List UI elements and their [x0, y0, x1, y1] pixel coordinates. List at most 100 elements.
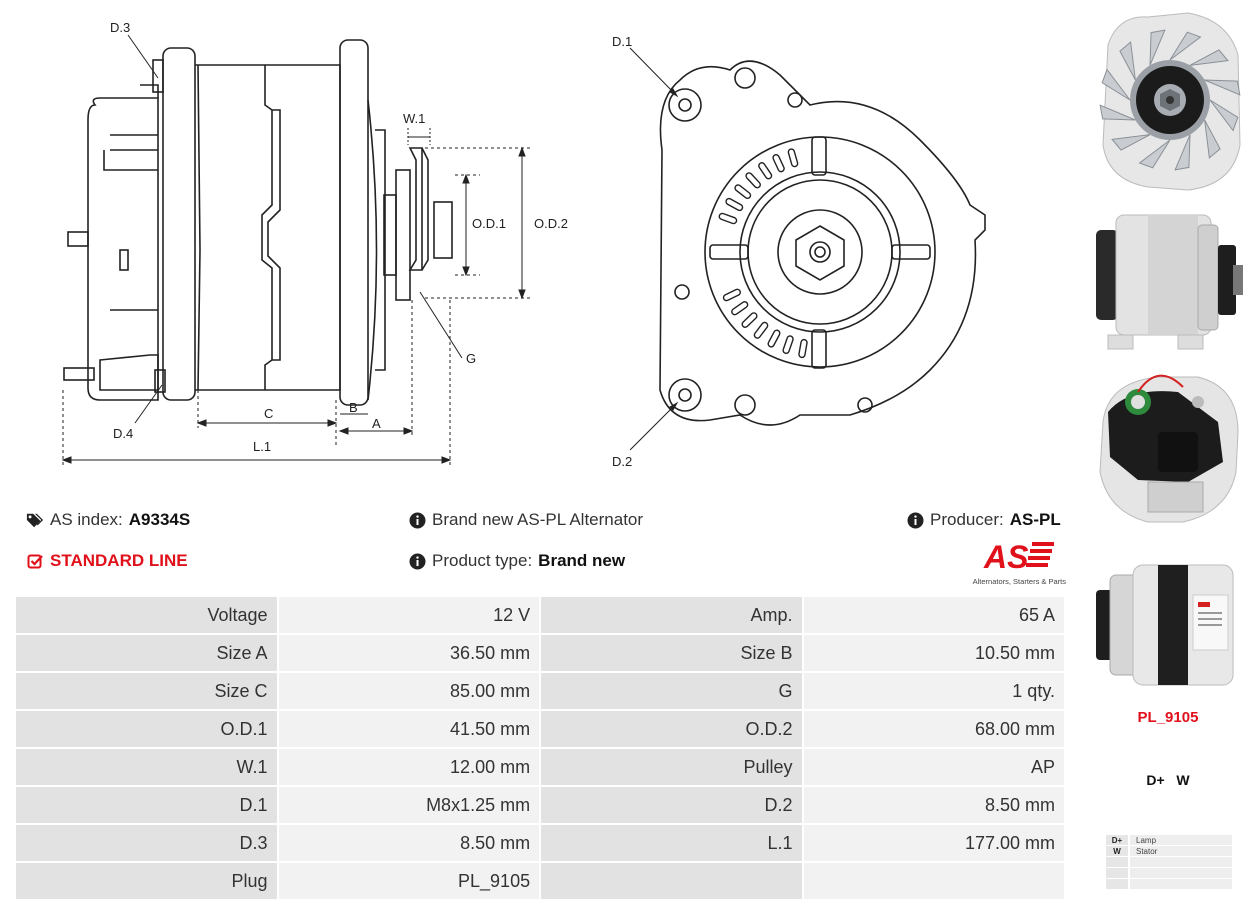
- cooling-vents: [718, 148, 808, 359]
- spec-label: D.2: [541, 787, 804, 825]
- spec-label: Size B: [541, 635, 804, 673]
- product-photo-angle[interactable]: [1088, 550, 1248, 700]
- producer: Producer: AS-PL: [906, 510, 1061, 530]
- producer-label: Producer:: [930, 510, 1004, 529]
- info-circle-icon: [408, 552, 426, 570]
- legend-value: Stator: [1130, 846, 1232, 856]
- spec-label: O.D.1: [16, 711, 279, 749]
- spec-value: PL_9105: [278, 863, 542, 899]
- fan-blade: [1189, 49, 1229, 66]
- producer-value: AS-PL: [1009, 510, 1061, 529]
- legend-row: [1106, 879, 1232, 889]
- vent-slot: [772, 154, 785, 173]
- spec-label: G: [541, 673, 804, 711]
- fan-blade: [1101, 68, 1131, 101]
- spec-value: 12.00 mm: [278, 749, 542, 787]
- label-b: B: [349, 400, 358, 415]
- vent-slot: [798, 338, 808, 359]
- spec-value: 41.50 mm: [278, 711, 542, 749]
- fan-blade: [1209, 99, 1239, 132]
- legend-row: [1106, 857, 1232, 867]
- legend-value: [1130, 857, 1232, 867]
- fan-blade: [1174, 134, 1191, 171]
- vent-slot: [767, 329, 781, 348]
- legend-key: D+: [1106, 835, 1128, 845]
- spec-value: 1 qty.: [803, 673, 1066, 711]
- legend-row: D+Lamp: [1106, 835, 1232, 845]
- vent-slot: [782, 335, 794, 355]
- spec-label: [541, 863, 804, 899]
- as-index-value: A9334S: [128, 510, 191, 529]
- vent-slot: [734, 184, 752, 200]
- vent-slot: [745, 172, 761, 189]
- as-index-label: AS index:: [50, 510, 123, 529]
- spec-label: L.1: [541, 825, 804, 863]
- spec-value: 8.50 mm: [278, 825, 542, 863]
- legend-key: [1106, 868, 1128, 878]
- spec-label: Plug: [16, 863, 279, 899]
- label-od2: O.D.2: [534, 216, 568, 231]
- fan-blade: [1099, 104, 1136, 121]
- fan-blade: [1204, 119, 1221, 159]
- side-view-drawing: D.3 W.1 O.D.1 O.D.2 G C B A D.4 L.1: [61, 20, 568, 465]
- spec-value: 10.50 mm: [803, 635, 1066, 673]
- info-circle-icon: [906, 511, 924, 529]
- label-l1: L.1: [253, 439, 271, 454]
- as-pl-logo: AS Alternators, Starters & Parts: [966, 538, 1066, 586]
- product-photo-rear[interactable]: [1088, 362, 1248, 537]
- spec-label: Pulley: [541, 749, 804, 787]
- legend-value: Lamp: [1130, 835, 1232, 845]
- product-type-value: Brand new: [538, 551, 626, 570]
- standard-line-badge: STANDARD LINE: [26, 551, 188, 571]
- label-d4: D.4: [113, 426, 133, 441]
- spec-value: 177.00 mm: [803, 825, 1066, 863]
- product-photo-side[interactable]: [1088, 205, 1248, 355]
- check-square-icon: [26, 552, 44, 570]
- spec-label: Amp.: [541, 597, 804, 635]
- vent-slot: [753, 321, 769, 339]
- standard-line-label: STANDARD LINE: [50, 551, 188, 570]
- product-description: Brand new AS-PL Alternator: [408, 510, 643, 530]
- spec-label: W.1: [16, 749, 279, 787]
- label-d3: D.3: [110, 20, 130, 35]
- spec-label: Size C: [16, 673, 279, 711]
- product-photo-front[interactable]: [1088, 5, 1248, 195]
- vent-slot: [725, 197, 744, 212]
- product-type-label: Product type:: [432, 551, 533, 570]
- tags-icon: [26, 511, 44, 529]
- logo-text: AS: [983, 539, 1029, 572]
- vent-slot: [722, 288, 742, 302]
- legend-key: W: [1106, 846, 1128, 856]
- spec-value: M8x1.25 mm: [278, 787, 542, 825]
- front-view-drawing: D.1 D.2: [612, 34, 986, 469]
- fan-blade: [1138, 139, 1171, 169]
- spec-value: [803, 863, 1066, 899]
- terminal-labels: D+ W: [1146, 772, 1190, 788]
- label-a: A: [372, 416, 381, 431]
- vent-slot: [758, 162, 773, 180]
- spec-value: 8.50 mm: [803, 787, 1066, 825]
- spec-value: 85.00 mm: [278, 673, 542, 711]
- legend-key: [1106, 857, 1128, 867]
- legend-key: [1106, 879, 1128, 889]
- spec-label: D.3: [16, 825, 279, 863]
- info-circle-icon: [408, 511, 426, 529]
- description-text: Brand new AS-PL Alternator: [432, 510, 644, 529]
- fan-blade: [1169, 31, 1202, 61]
- label-od1: O.D.1: [472, 216, 506, 231]
- spec-label: D.1: [16, 787, 279, 825]
- spec-value: AP: [803, 749, 1066, 787]
- plug-code: PL_9105: [1137, 709, 1199, 726]
- fan-blade: [1111, 134, 1151, 151]
- fan-blade: [1204, 79, 1241, 96]
- label-d1: D.1: [612, 34, 632, 49]
- product-type: Product type: Brand new: [408, 551, 625, 571]
- spec-value: 12 V: [278, 597, 542, 635]
